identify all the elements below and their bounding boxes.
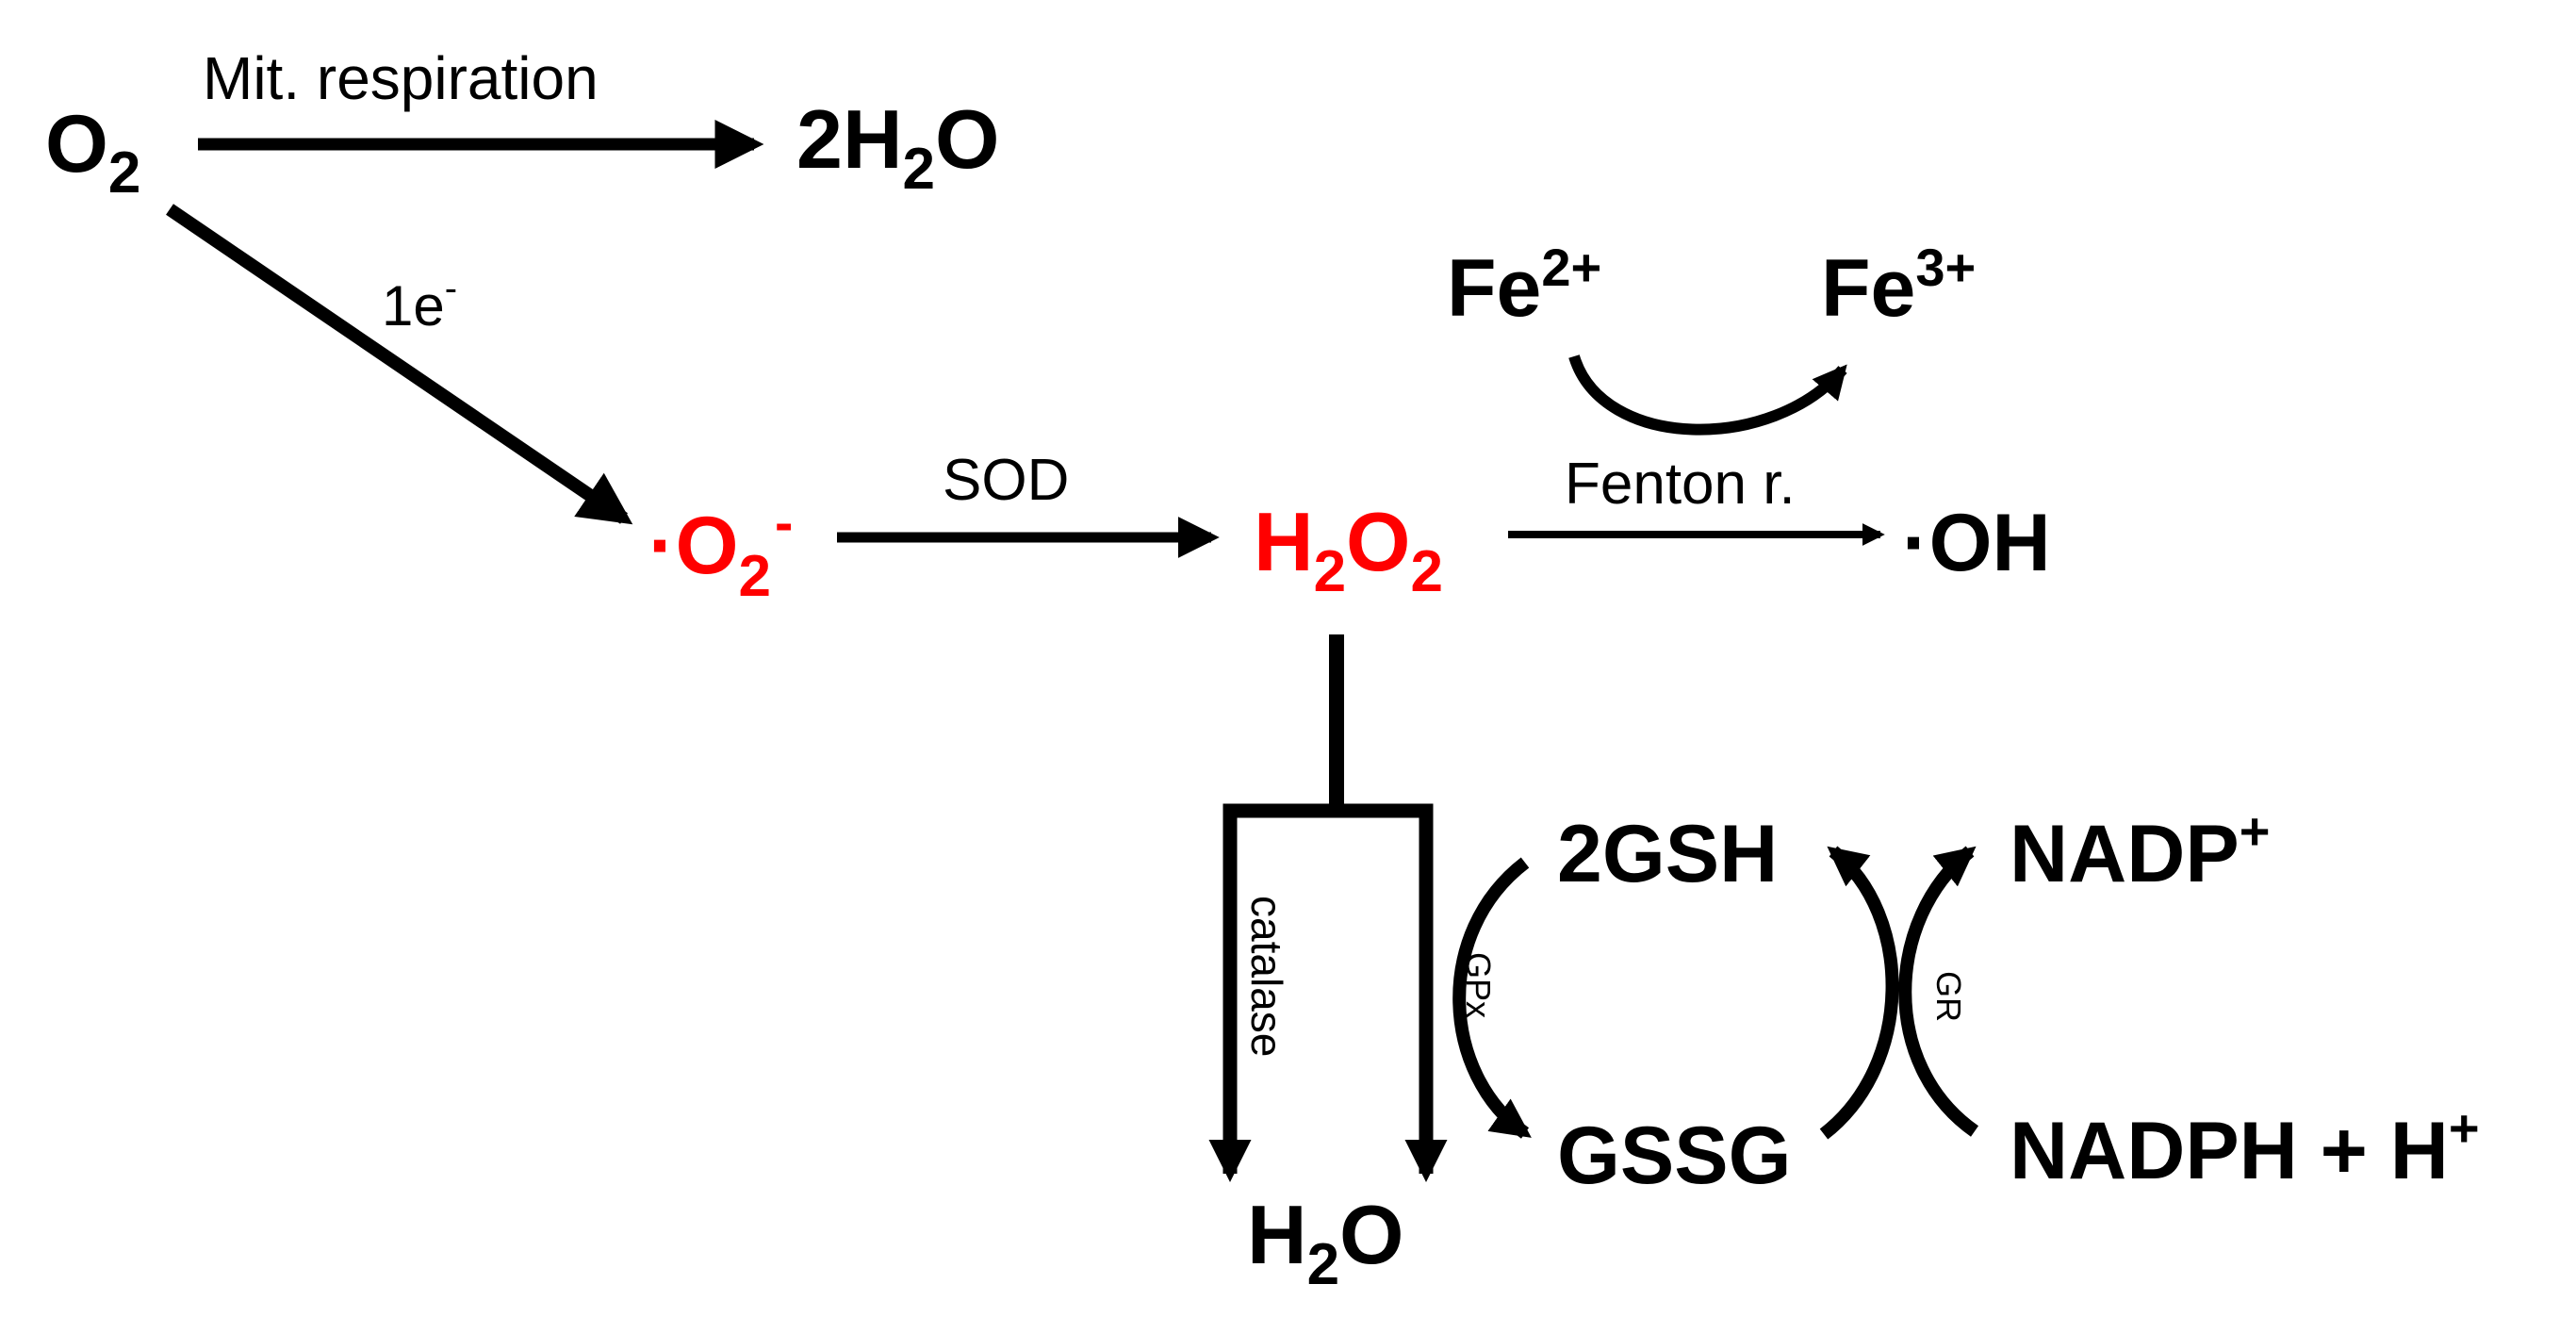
species-fe2: Fe2+ <box>1447 238 1601 334</box>
label-gpx: GPx <box>1459 952 1498 1018</box>
label-gr: GR <box>1929 971 1968 1022</box>
arrow-one-electron <box>166 204 633 525</box>
species-h2o-output: H2O <box>1247 1188 1404 1297</box>
arrow-fe-oxidation <box>1568 354 1847 436</box>
species-hydroxyl: ·OH <box>1902 498 2051 588</box>
species-nadp: NADP+ <box>2010 801 2270 899</box>
label-one-electron: 1e- <box>382 268 457 337</box>
label-fenton: Fenton r. <box>1565 452 1796 517</box>
species-fe3: Fe3+ <box>1821 238 1976 334</box>
label-mit-respiration: Mit. respiration <box>203 44 599 112</box>
arrows <box>166 120 1979 1182</box>
species-h2o2: H2O2 <box>1254 495 1443 604</box>
species-2gsh: 2GSH <box>1557 809 1778 899</box>
arrow-gr-nadph-to-nadp <box>1898 846 1979 1137</box>
species-2h2o: 2H2O <box>796 92 999 202</box>
species-gssg: GSSG <box>1557 1111 1792 1201</box>
label-sod: SOD <box>943 448 1069 513</box>
arrow-gpx <box>1452 857 1532 1139</box>
species-nadph: NADPH + H+ <box>2010 1098 2480 1196</box>
species-o2: O2 <box>45 99 140 206</box>
catalase-bracket <box>1222 803 1434 1169</box>
arrow-gr-to-gsh <box>1819 846 1899 1140</box>
label-catalase: catalase <box>1242 896 1291 1057</box>
species-superoxide: ·O2- <box>648 492 793 609</box>
